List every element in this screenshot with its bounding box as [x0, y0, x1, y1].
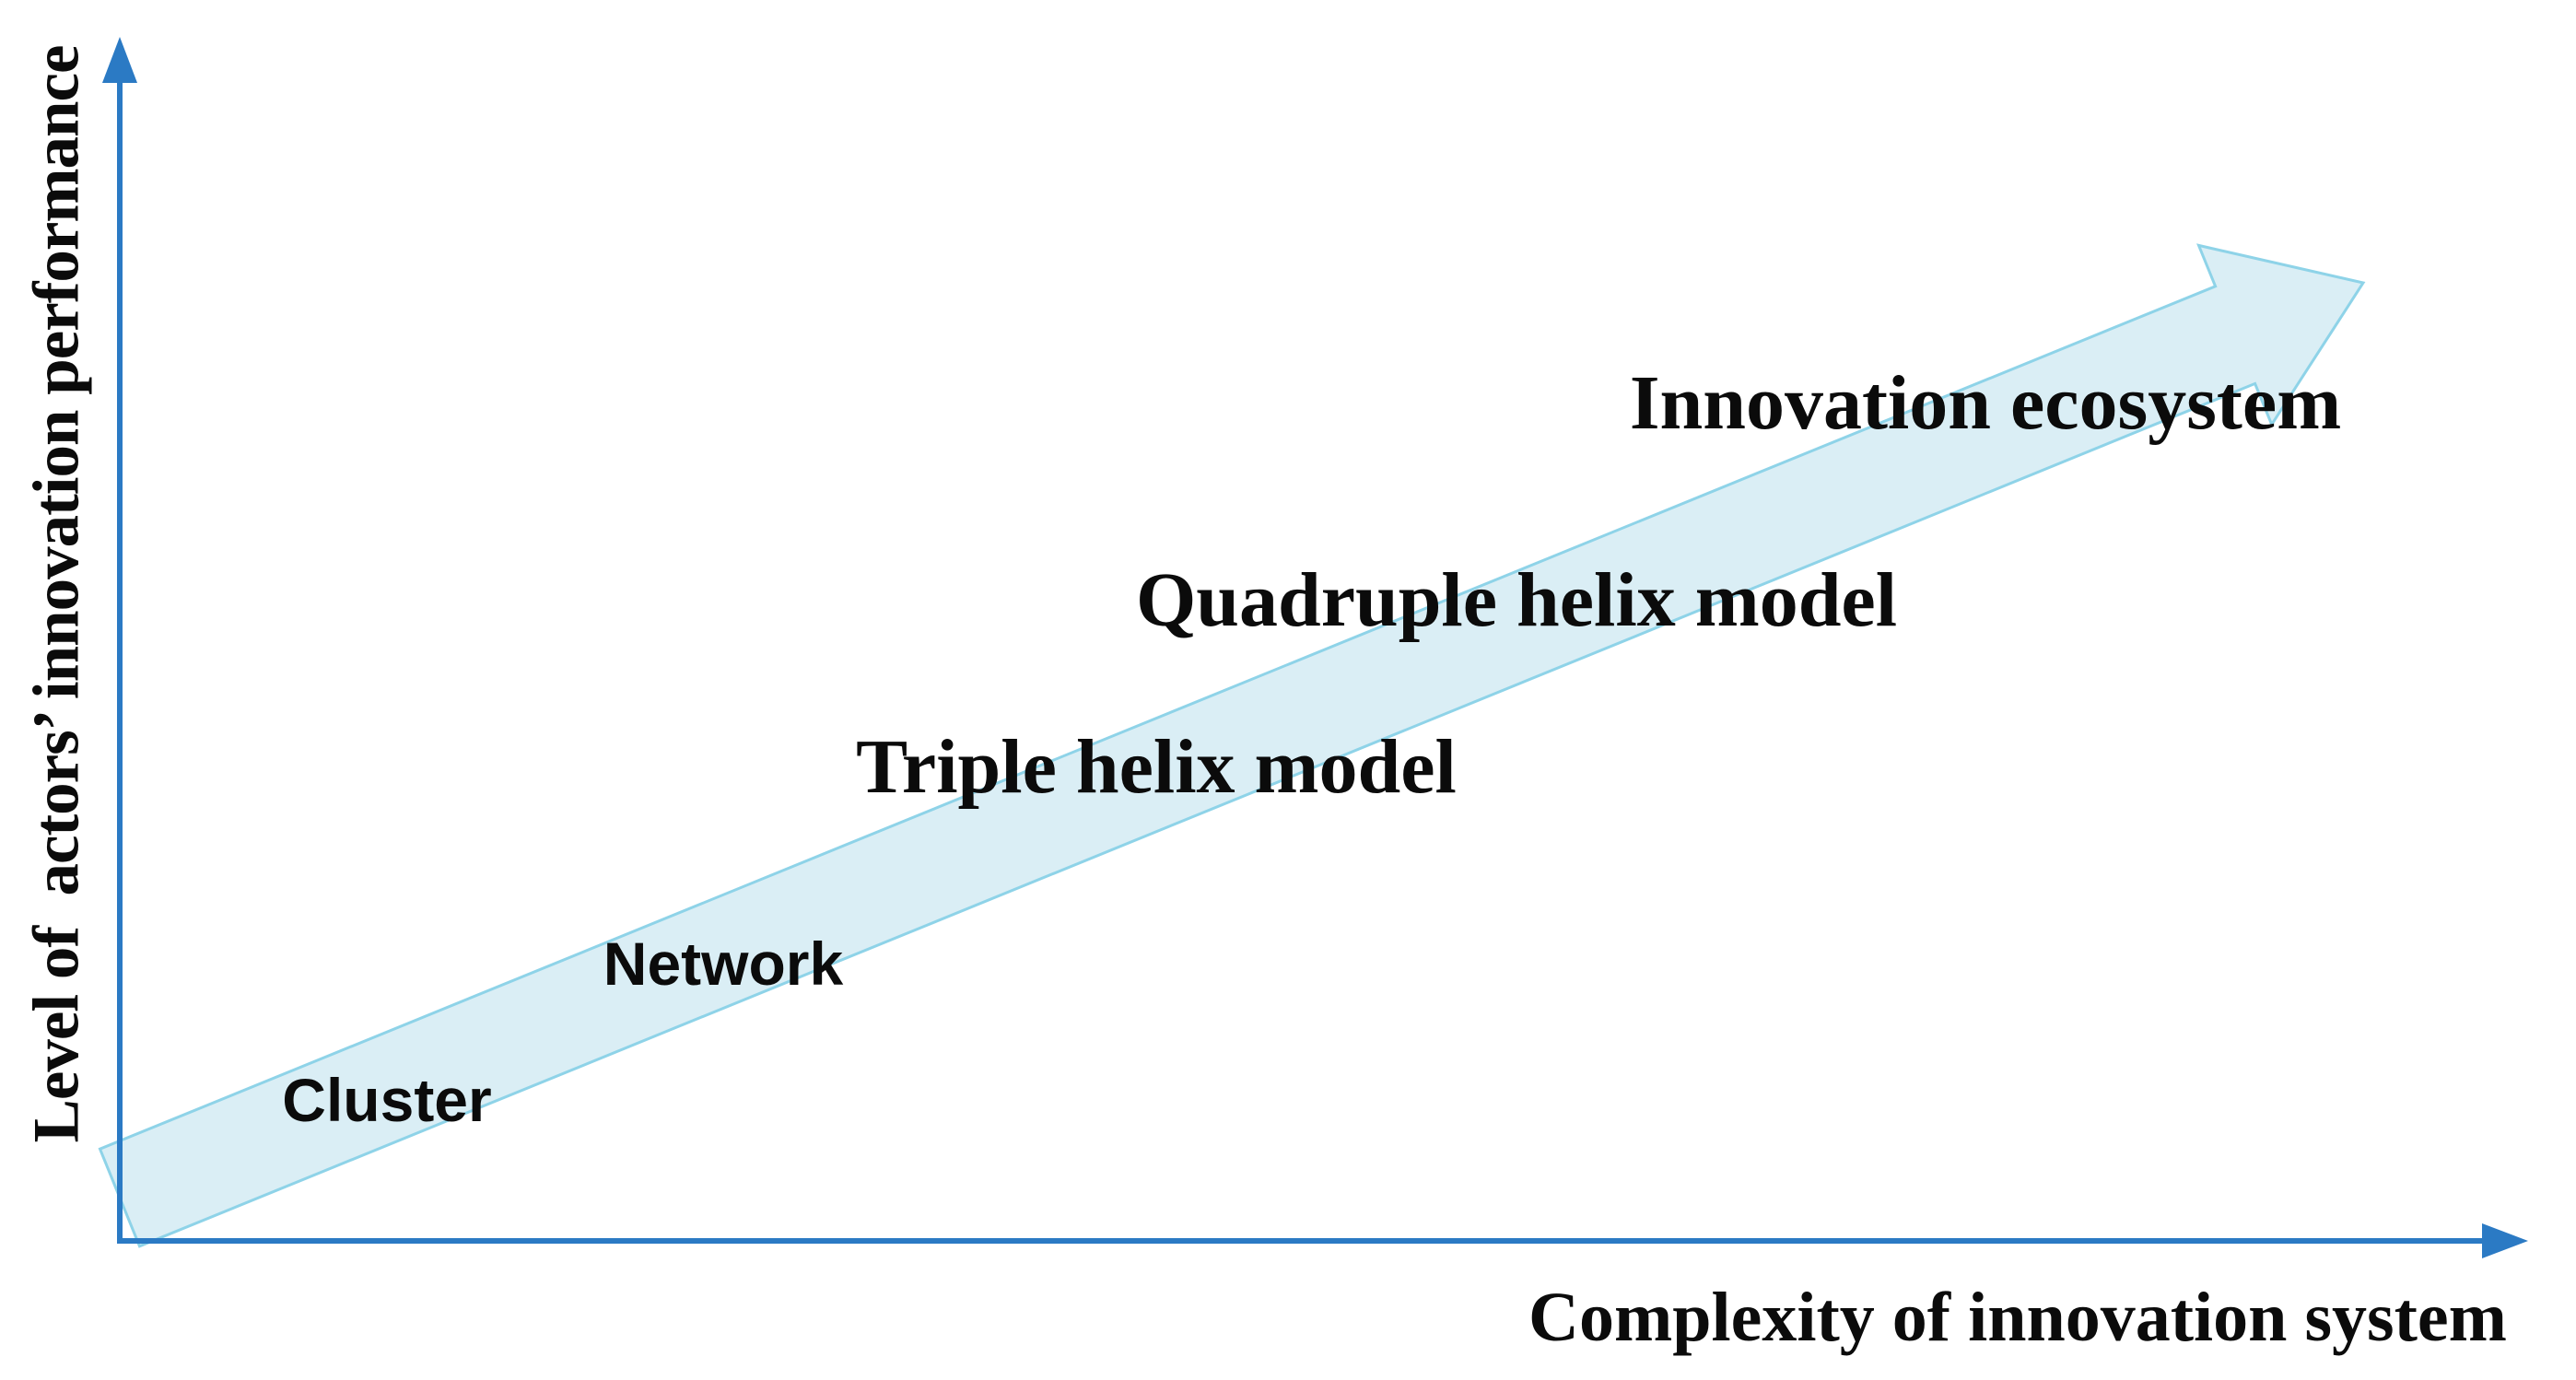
growth-arrow	[98, 243, 2366, 1248]
y-axis-title: Level of actors’ innovation performance	[20, 45, 93, 1143]
x-axis-arrowhead-icon	[2482, 1223, 2528, 1258]
stage-label-cluster: Cluster	[282, 1066, 492, 1134]
y-axis-arrowhead-icon	[102, 37, 137, 83]
x-axis-title: Complexity of innovation system	[1528, 1279, 2507, 1356]
stage-label-triple-helix-model: Triple helix model	[856, 724, 1457, 810]
stage-label-network: Network	[603, 930, 844, 998]
stage-label-innovation-ecosystem: Innovation ecosystem	[1629, 360, 2342, 446]
stage-label-quadruple-helix-model: Quadruple helix model	[1135, 557, 1898, 643]
